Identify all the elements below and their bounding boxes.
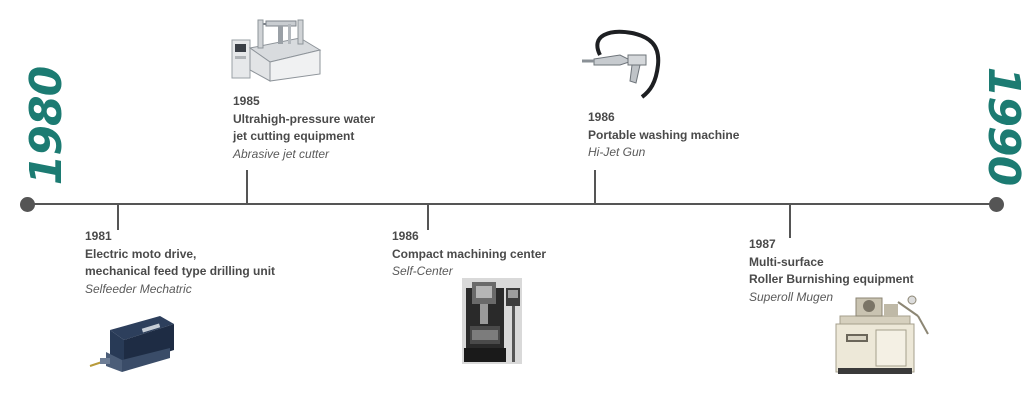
end-year-label: 1990 (978, 66, 1024, 186)
event-title-line: Portable washing machine (588, 127, 740, 142)
roller-burnishing-machine-image (835, 295, 929, 374)
jet-cutter-machine-image (231, 19, 322, 82)
timeline-axis (27, 203, 997, 205)
tick-1987 (789, 205, 791, 238)
event-1986-hi-jet: 1986 Portable washing machine Hi-Jet Gun (588, 109, 739, 162)
event-year: 1985 (233, 94, 260, 108)
event-1986-self-center: 1986 Compact machining center Self-Cente… (392, 228, 546, 281)
event-year: 1986 (392, 229, 419, 243)
timeline-start-dot (20, 197, 35, 212)
event-year: 1987 (749, 237, 776, 251)
event-title-line: Roller Burnishing equipment (749, 272, 914, 286)
tick-1985 (246, 170, 248, 203)
event-title-line: Multi-surface (749, 254, 824, 269)
event-product: Hi-Jet Gun (588, 145, 646, 159)
timeline-end-dot (989, 197, 1004, 212)
event-title-line: jet cutting equipment (233, 129, 355, 143)
event-1981: 1981 Electric moto drive, mechanical fee… (85, 228, 275, 298)
start-year-label: 1980 (21, 66, 73, 186)
tick-1986-gun (594, 170, 596, 203)
drilling-unit-image (89, 316, 174, 372)
washing-gun-image (582, 29, 661, 99)
event-year: 1981 (85, 229, 112, 243)
event-title-line: Ultrahigh-pressure water (233, 111, 376, 126)
event-product: Superoll Mugen (749, 289, 834, 304)
tick-1981 (117, 205, 119, 230)
event-1987: 1987 Multi-surface Roller Burnishing equ… (749, 236, 914, 306)
tick-1986-center (427, 205, 429, 230)
event-product: Abrasive jet cutter (233, 146, 330, 161)
machining-center-image (462, 278, 522, 364)
event-year: 1986 (588, 110, 615, 124)
event-title-line: mechanical feed type drilling unit (85, 264, 276, 278)
event-product: Self-Center (392, 264, 453, 278)
event-title-line: Compact machining center (392, 246, 547, 261)
event-1985: 1985 Ultrahigh-pressure water jet cuttin… (233, 93, 375, 163)
event-product: Selfeeder Mechatric (85, 281, 192, 296)
event-title-line: Electric moto drive, (85, 246, 197, 261)
